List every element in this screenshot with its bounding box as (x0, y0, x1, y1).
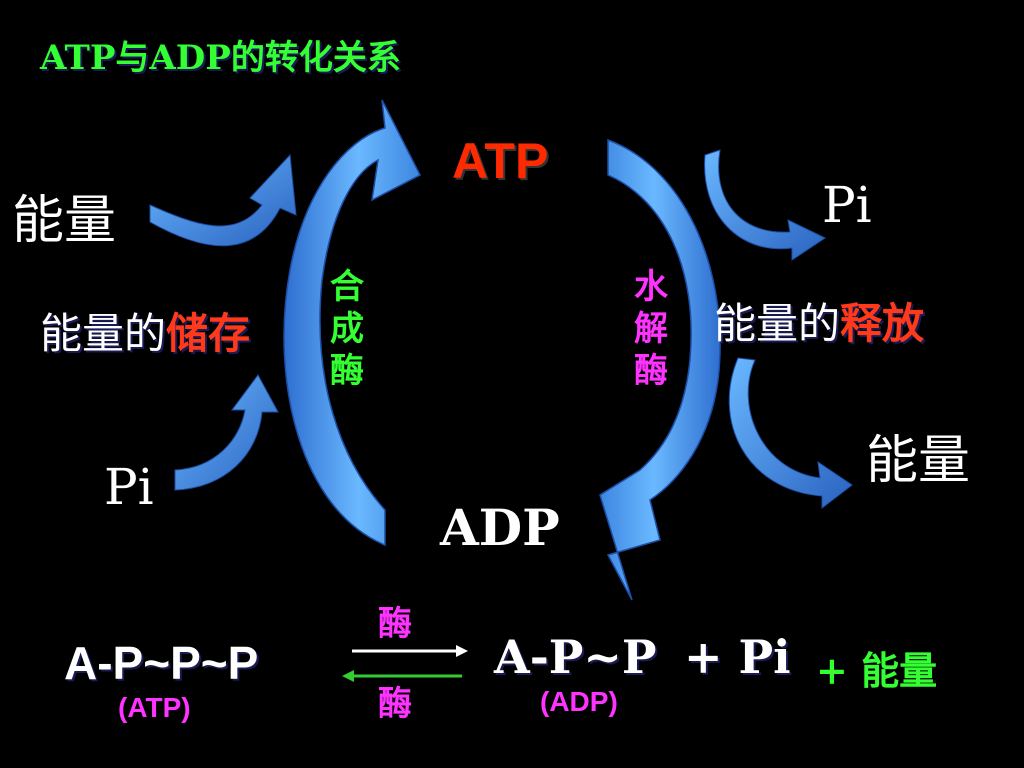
equation-atp-caption: (ATP) (118, 692, 191, 723)
synthase-label: 合 成 酶 (330, 266, 364, 392)
energy-out-arrow (728, 357, 853, 510)
release-highlight: 释放 (840, 299, 925, 348)
hydrolase-char: 酶 (634, 351, 668, 391)
adp-label: ADP (440, 498, 560, 557)
pi-right-label: Pi (822, 176, 872, 234)
equation-plus-pi: + Pi (684, 630, 791, 684)
atp-label: ATP (452, 133, 549, 189)
enzyme-top-label: 酶 (378, 604, 412, 644)
hydrolase-char: 解 (634, 309, 668, 349)
energy-left-label: 能量 (12, 191, 117, 251)
synthesis-arc-arrow (283, 99, 422, 547)
synthase-char: 酶 (330, 351, 364, 391)
hydrolysis-arc-arrow (599, 138, 721, 601)
equation-atp-formula: A-P~P~P (64, 637, 259, 689)
hydrolase-char: 水 (634, 267, 668, 307)
enzyme-bottom-label: 酶 (378, 684, 412, 724)
energy-in-arrow (149, 153, 297, 247)
hydrolase-label: 水 解 酶 (634, 266, 668, 392)
release-prefix: 能量的 (714, 299, 841, 348)
storage-prefix: 能量的 (40, 309, 167, 358)
pi-left-label: Pi (104, 458, 154, 516)
energy-storage-label: 能量的储存 (40, 300, 250, 361)
pi-in-arrow (174, 374, 279, 491)
energy-right-label: 能量 (866, 431, 971, 491)
equation-adp-formula: A-P~P (494, 630, 657, 684)
reversible-arrows (342, 645, 468, 682)
pi-out-arrow (704, 149, 827, 261)
equation-adp-caption: (ADP) (540, 686, 618, 717)
synthase-char: 成 (330, 309, 364, 349)
synthase-char: 合 (330, 267, 364, 307)
energy-release-label: 能量的释放 (714, 290, 924, 351)
storage-highlight: 储存 (166, 309, 251, 358)
equation-plus-energy: + 能量 (816, 648, 938, 693)
page-title: ATP与ADP的转化关系 (40, 38, 401, 78)
